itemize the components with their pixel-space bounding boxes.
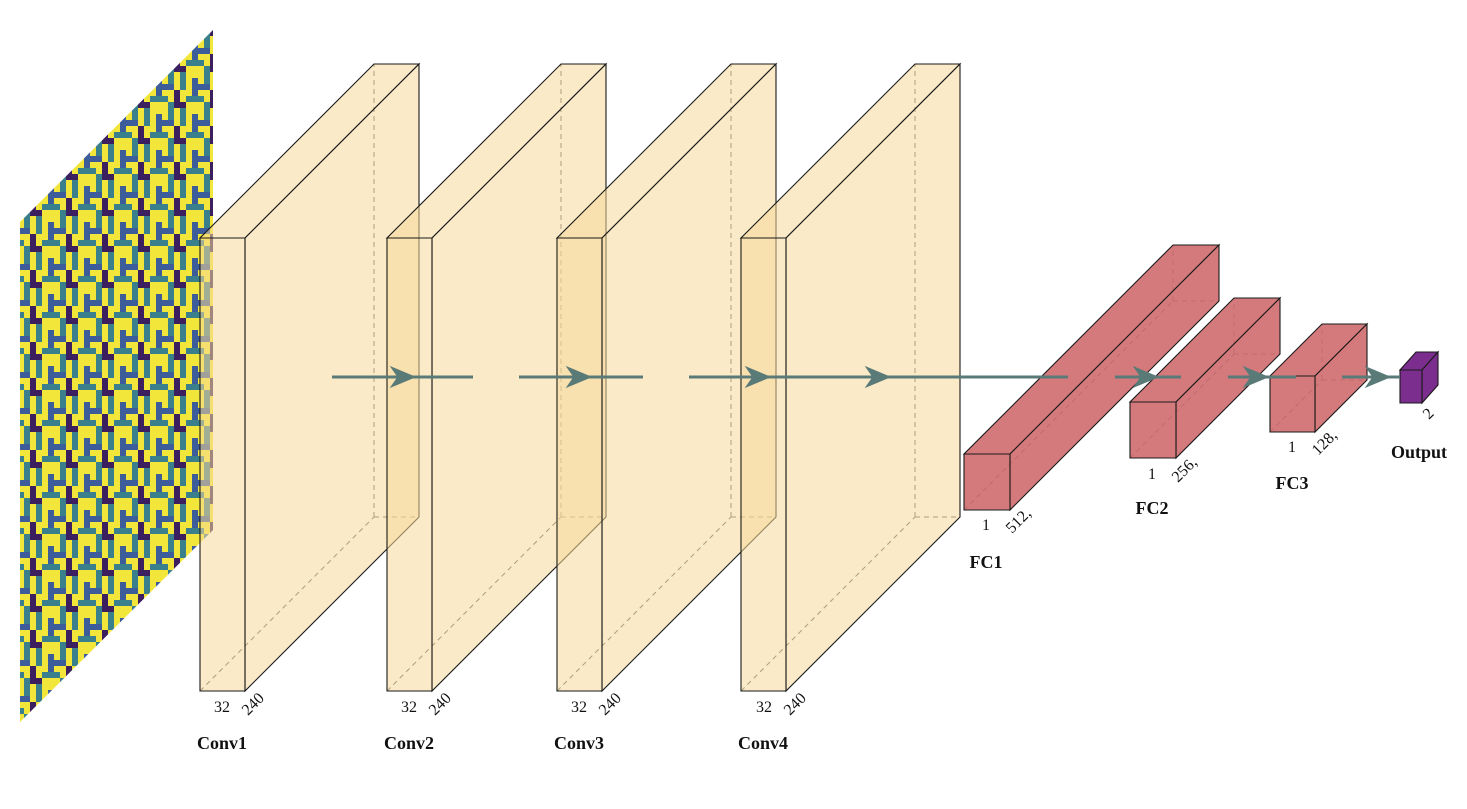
arrow-head-icon [864, 365, 892, 389]
dim-output-b: 2 [1420, 405, 1438, 423]
dim-conv1-b: 240 [239, 690, 268, 719]
dim-conv1-a: 32 [214, 699, 230, 716]
label-output: Output [1391, 442, 1447, 462]
dim-conv4-a: 32 [756, 699, 772, 716]
label-conv1: Conv1 [197, 733, 247, 753]
arrow-head-icon [744, 365, 772, 389]
dim-fc3-a: 1 [1288, 439, 1296, 456]
label-conv4: Conv4 [738, 733, 788, 753]
dim-fc1-a: 1 [982, 517, 990, 534]
arrow-head-icon [1364, 365, 1392, 389]
label-conv2: Conv2 [384, 733, 434, 753]
label-conv3: Conv3 [554, 733, 604, 753]
dim-conv2-a: 32 [401, 699, 417, 716]
dim-conv2-b: 240 [426, 690, 455, 719]
label-fc2: FC2 [1136, 498, 1169, 518]
output-block [1398, 350, 1440, 405]
flow-arrows [332, 365, 1400, 389]
dim-conv4-b: 240 [781, 690, 810, 719]
input-heatmap [20, 30, 213, 722]
dim-conv3-b: 240 [596, 690, 625, 719]
arrow-head-icon [389, 365, 417, 389]
dim-fc2-b: 256, [1169, 454, 1201, 486]
arrow-head-icon [565, 365, 593, 389]
arrow-head-icon [1132, 365, 1160, 389]
dim-fc2-a: 1 [1148, 466, 1156, 483]
label-fc1: FC1 [970, 552, 1003, 572]
adjacency-heatmap-icon [20, 30, 213, 722]
arrow-head-icon [1242, 365, 1270, 389]
fc1-block [962, 243, 1221, 512]
layer-blocks [198, 62, 1440, 693]
dim-conv3-a: 32 [571, 699, 587, 716]
fc3-block [1268, 322, 1369, 434]
label-fc3: FC3 [1276, 473, 1309, 493]
